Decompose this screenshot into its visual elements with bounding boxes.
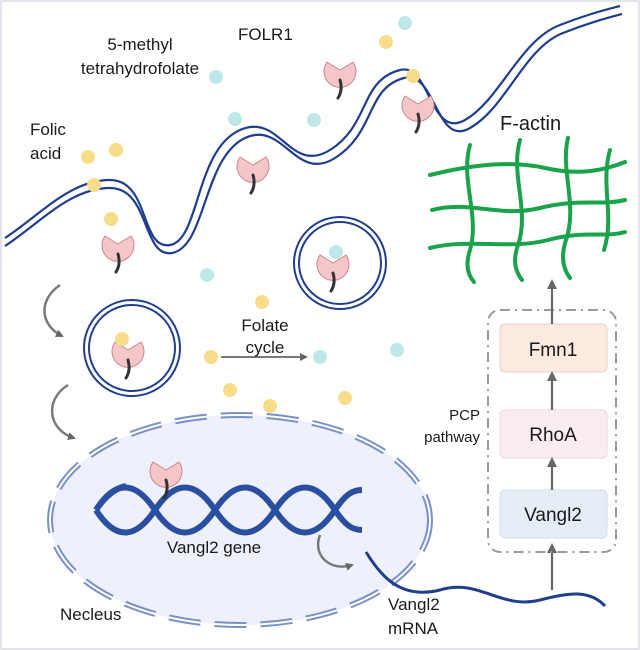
methyl-thf-molecule [390, 343, 404, 357]
folic-acid-label-line1: Folic [30, 120, 66, 139]
pcp-label-line2: pathway [424, 429, 480, 446]
molecules [81, 16, 420, 413]
folr1-label: FOLR1 [238, 25, 293, 44]
transcription-arrow [317, 534, 354, 571]
f-actin-label: F-actin [500, 113, 561, 135]
mrna-strand [364, 551, 607, 608]
rhoa-text: RhoA [529, 425, 577, 446]
methyl-thf-molecule [307, 113, 321, 127]
methyl-thf-molecule [209, 70, 223, 84]
nucleus-label: Necleus [60, 605, 121, 624]
transport-arrow [51, 383, 76, 441]
pcp-label-line1: PCP [449, 407, 480, 424]
vangl2-box [499, 489, 608, 539]
methyl-thf-label-line2: tetrahydrofolate [81, 59, 199, 78]
folic-acid-label-line2: acid [30, 144, 61, 163]
folic-acid-molecule [255, 295, 269, 309]
cell-membrane [4, 4, 623, 255]
vesicle-right [293, 216, 387, 310]
folate-cycle [204, 350, 327, 364]
f-actin-network [428, 136, 627, 284]
methyl-thf-molecule [200, 268, 214, 282]
nucleus [47, 412, 433, 628]
folic-acid-molecule [223, 383, 237, 397]
endocytosis-arrow [43, 283, 64, 338]
fmn1-text: Fmn1 [529, 340, 578, 361]
folate-cycle-label-line2: cycle [246, 338, 285, 357]
folic-acid-molecule [338, 391, 352, 405]
folic-acid-molecule [87, 178, 101, 192]
folic-acid-molecule [379, 35, 393, 49]
gene-label: Vangl2 gene [167, 538, 261, 557]
folate-cycle-label-line1: Folate [241, 316, 288, 335]
vesicle-left [83, 299, 181, 397]
folic-acid-molecule [109, 143, 123, 157]
folic-acid-molecule [263, 399, 277, 413]
dna-helix [93, 483, 363, 536]
folic-acid-molecule [104, 212, 118, 226]
folic-acid-molecule [81, 150, 95, 164]
methyl-thf-molecule [398, 16, 412, 30]
mrna-label-line2: mRNA [388, 619, 439, 638]
mrna-label-line1: Vangl2 [388, 595, 440, 614]
vangl2-text: Vangl2 [524, 505, 582, 526]
methyl-thf-label-line1: 5-methyl [107, 35, 172, 54]
methyl-thf-molecule [228, 112, 242, 126]
folic-acid-molecule [406, 69, 420, 83]
